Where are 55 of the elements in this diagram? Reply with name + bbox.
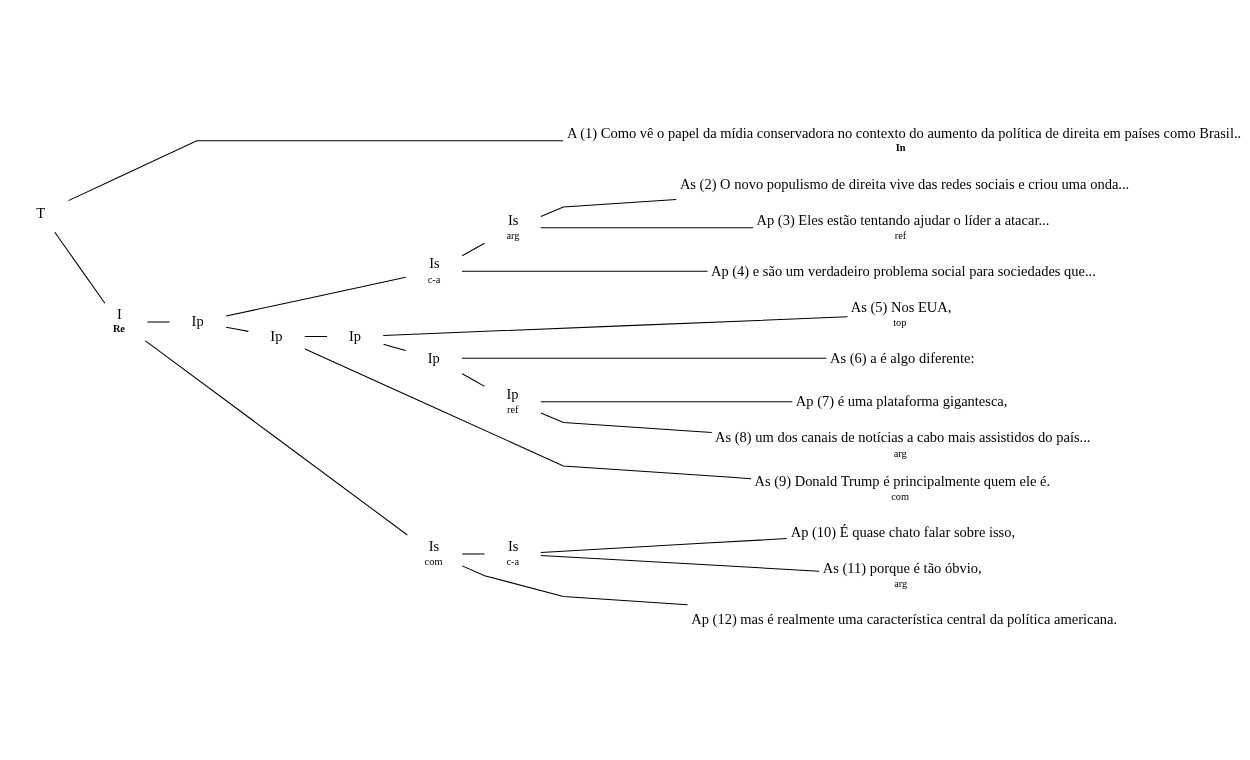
connector: [461, 373, 485, 387]
connector: [540, 401, 793, 403]
connector: [304, 348, 752, 480]
node-text: Ip: [506, 385, 519, 402]
node-text: Ip: [349, 327, 362, 344]
node-text: As (2) O novo populismo de direita vive das redes sociais e criou uma onda...: [679, 175, 1130, 192]
connector: [68, 140, 564, 202]
connector: [461, 565, 689, 606]
connector: [540, 538, 788, 553]
node-label: arg: [506, 230, 520, 242]
node-text: Is: [428, 538, 440, 555]
node-label: c-a: [506, 556, 520, 568]
connector: [304, 336, 328, 338]
node-text: Is: [507, 538, 519, 555]
node-label: In: [895, 142, 906, 154]
node-text: As (9) Donald Trump é principalmente quem ele é.: [754, 472, 1051, 489]
node-label: com: [891, 491, 909, 503]
connector: [540, 412, 713, 434]
connector: [461, 357, 827, 359]
connector: [461, 242, 485, 257]
node-text: I: [117, 306, 122, 323]
connector: [225, 326, 249, 332]
node-label: ref: [506, 404, 519, 416]
connector: [540, 198, 677, 217]
connector: [540, 555, 820, 572]
node-label: top: [893, 317, 907, 329]
node-label: c-a: [427, 273, 441, 285]
node-text: A (1) Como vê o papel da mídia conservadora no contexto do aumento da política de direita em países como Brasil...: [567, 124, 1245, 141]
connector: [144, 340, 408, 536]
node-text: As (11) porque é tão óbvio,: [822, 559, 982, 576]
node-text: As (8) um dos canais de notícias a cabo mais assistidos do país...: [715, 429, 1091, 446]
node-text: Ap (12) mas é realmente uma característica central da política americana.: [691, 610, 1118, 627]
node-text: Ap (10) É quase chato falar sobre isso,: [790, 523, 1016, 540]
node-text: Ip: [191, 313, 204, 330]
node-text: As (5) Nos EUA,: [850, 298, 952, 315]
connector: [540, 227, 754, 229]
node-label: com: [424, 556, 443, 568]
node-text: Ip: [427, 349, 440, 366]
node-text: Ap (3) Eles estão tentando ajudar o líder a atacar...: [756, 211, 1050, 228]
connector: [54, 231, 106, 304]
node-text: Ap (7) é uma plataforma gigantesca,: [795, 393, 1008, 410]
connector: [225, 276, 407, 317]
node-label: Re: [112, 323, 125, 335]
connector: [461, 270, 709, 272]
node-text: Is: [507, 211, 519, 228]
node-text: As (6) a é algo diferente:: [830, 349, 975, 366]
node-text: Ap (4) e são um verdadeiro problema social para sociedades que...: [710, 262, 1096, 279]
node-text: T: [36, 204, 46, 221]
node-label: ref: [894, 230, 907, 242]
node-label: arg: [894, 578, 908, 590]
connector: [382, 316, 849, 336]
node-label: arg: [893, 447, 907, 459]
node-text: Ip: [270, 327, 283, 344]
connector: [383, 343, 407, 352]
node-text: Is: [429, 255, 440, 272]
